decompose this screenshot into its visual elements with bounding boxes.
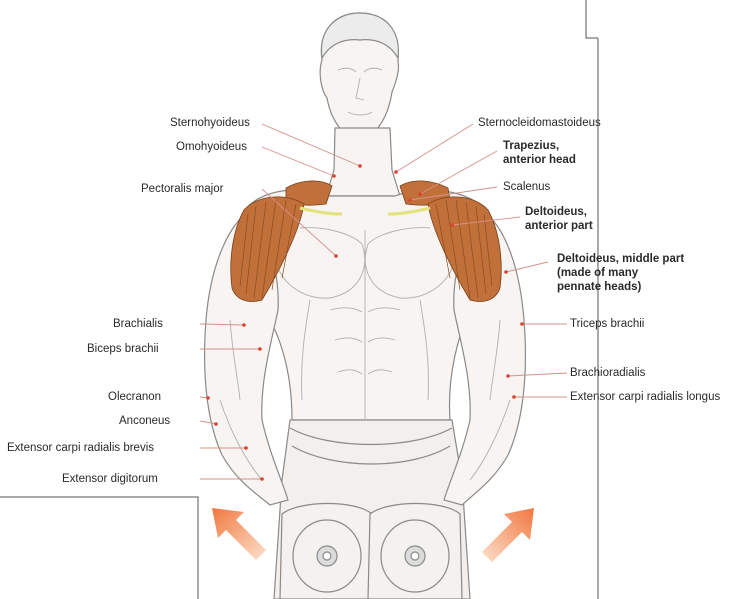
point-olecranon: [206, 396, 210, 400]
page-edges: [0, 0, 599, 599]
muscle-fibers: [239, 199, 493, 299]
point-scalenus: [408, 198, 412, 202]
point-ecrl: [512, 395, 516, 399]
muscle-strokes: [219, 67, 511, 481]
leader-deltoideus-anterior: [451, 216, 521, 226]
point-anconeus: [214, 422, 218, 426]
point-sternocleidomastoideus: [394, 170, 398, 174]
label-sternohyoideus: Sternohyoideus: [170, 117, 250, 129]
leader-anconeus: [199, 420, 217, 425]
point-deltoideus-middle: [504, 270, 508, 274]
leader-brachioradialis: [507, 372, 568, 377]
label-points: [206, 164, 524, 481]
point-brachialis: [242, 323, 246, 327]
label-triceps-brachii: Triceps brachii: [570, 318, 645, 330]
label-anconeus: Anconeus: [119, 415, 171, 427]
leader-scalenus: [409, 186, 498, 201]
collarbone-highlight: [299, 206, 431, 216]
leader-brachialis: [199, 323, 245, 326]
point-brachioradialis: [506, 374, 510, 378]
point-triceps: [520, 322, 524, 326]
label-sternocleidomastoideus: Sternocleidomastoideus: [478, 117, 601, 129]
dumbbell-left: [279, 502, 375, 599]
leader-omohyoideus: [261, 146, 335, 177]
label-deltoideus-middle: Deltoideus, middle part (made of many pe…: [557, 253, 685, 293]
label-pectoralis-major: Pectoralis major: [141, 183, 224, 195]
point-ecrb: [244, 446, 248, 450]
point-ext-digitorum: [260, 477, 264, 481]
label-olecranon: Olecranon: [108, 391, 162, 403]
label-omohyoideus: Omohyoideus: [176, 141, 247, 153]
point-deltoideus-anterior: [450, 223, 454, 227]
point-trapezius: [418, 192, 422, 196]
deltoid-right: [427, 196, 502, 302]
label-ext-carpi-rad-longus: Extensor carpi radialis longus: [570, 391, 721, 403]
label-deltoideus-anterior: Deltoideus, anterior part: [525, 206, 593, 232]
hair: [320, 12, 399, 60]
label-biceps-brachii: Biceps brachii: [87, 343, 159, 355]
leader-pectoralis-major: [261, 188, 337, 257]
label-scalenus: Scalenus: [503, 181, 551, 193]
label-brachialis: Brachialis: [113, 318, 163, 330]
label-brachioradialis: Brachioradialis: [570, 367, 646, 379]
leader-sternohyoideus: [261, 123, 361, 167]
dumbbell-right: [367, 502, 463, 599]
label-trapezius: Trapezius, anterior head: [503, 140, 576, 166]
deltoid-left: [230, 196, 305, 302]
highlighted-muscles: [230, 180, 502, 302]
neck: [325, 127, 401, 197]
point-pectoralis-major: [334, 254, 338, 258]
leader-sternocleidomastoideus: [395, 123, 474, 173]
leader-lines: [199, 123, 568, 480]
label-ext-carpi-rad-brevis: Extensor carpi radialis brevis: [7, 442, 155, 454]
leader-deltoideus-middle: [505, 261, 549, 273]
point-sternohyoideus: [358, 164, 362, 168]
leader-trapezius: [419, 150, 498, 195]
label-ext-digitorum: Extensor digitorum: [62, 473, 158, 485]
dumbbells: [279, 502, 463, 599]
point-omohyoideus: [332, 174, 336, 178]
arrow-left: [212, 508, 266, 560]
arrow-right: [482, 508, 534, 562]
point-biceps: [258, 347, 262, 351]
